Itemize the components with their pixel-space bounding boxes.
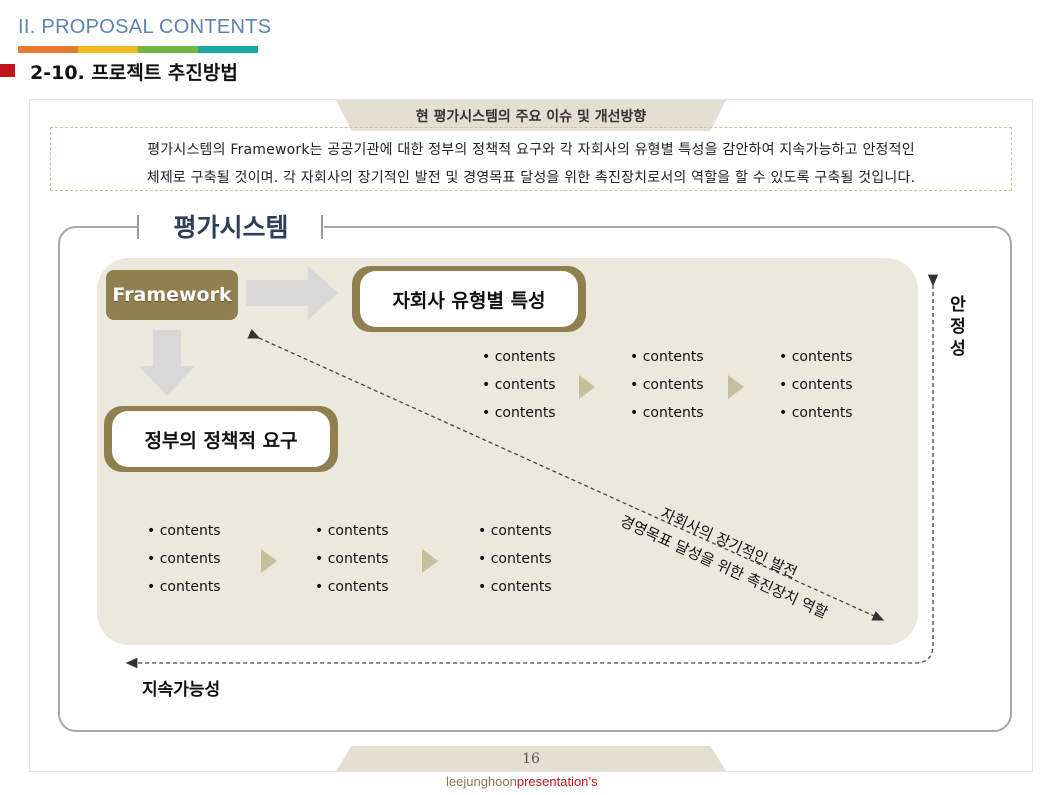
page-number: 16 [522,750,540,767]
intro-line-2: 체제로 구축될 것이며. 각 자회사의 장기적인 발전 및 경영목표 달성을 위… [146,170,916,186]
subtitle-marker [0,64,15,77]
section-title: II. PROPOSAL CONTENTS [18,16,272,38]
issues-tab-title: 현 평가시스템의 주요 이슈 및 개선방향 [415,108,647,125]
title-bracket-left [137,215,139,239]
color-bar [18,46,258,53]
corner-dashed-arrow [125,274,939,669]
panel-title-gap [138,215,324,239]
content-frame [29,99,1033,772]
color-bar-segment-teal [198,46,258,53]
color-bar-segment-green [138,46,198,53]
intro-line-1: 평가시스템의 Framework는 공공기관에 대한 정부의 정책적 요구와 각… [147,142,915,158]
brand-name-part-1: leejunghoon [446,774,517,789]
color-bar-segment-yellow [78,46,138,53]
page-number-tab: 16 [336,746,726,771]
stability-label: 안정성 [950,295,966,359]
system-title: 평가시스템 [173,213,289,242]
brand-logo: leejunghoonpresentation’s [446,774,598,789]
title-bracket-right [321,215,323,239]
page-title: 2-10. 프로젝트 추진방법 [30,62,238,84]
system-panel [58,226,1012,732]
intro-box: 평가시스템의 Framework는 공공기관에 대한 정부의 정책적 요구와 각… [50,127,1012,191]
sustainability-label: 지속가능성 [142,680,221,700]
issues-tab: 현 평가시스템의 주요 이슈 및 개선방향 [336,100,726,131]
brand-name-part-2: presentation’s [516,774,598,789]
color-bar-segment-orange [18,46,78,53]
